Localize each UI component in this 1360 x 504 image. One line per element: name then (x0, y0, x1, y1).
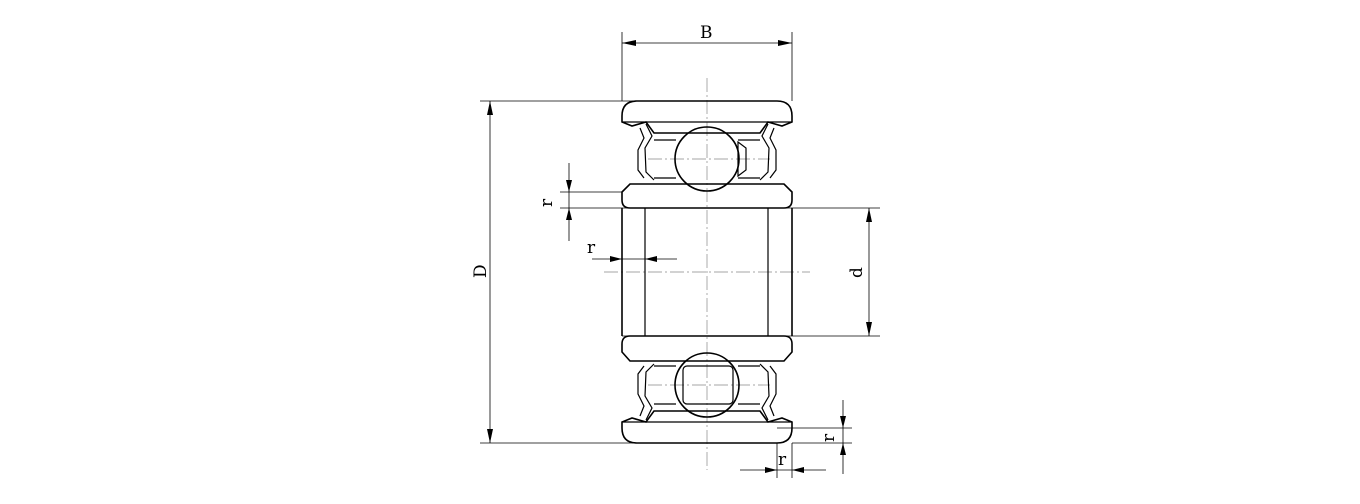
dimension-r-bottom-horizontal (740, 443, 826, 478)
label-r-left-vertical: r (537, 198, 557, 207)
seals (637, 123, 777, 421)
ball-bottom (654, 352, 760, 418)
dimension-d-outer (480, 100, 637, 444)
dimension-r-left-horizontal (592, 256, 677, 262)
label-r-bottom-vertical: r (819, 433, 839, 442)
dimension-r-left-vertical (560, 163, 622, 241)
center-lines (604, 78, 810, 470)
label-r-left-horizontal: r (587, 238, 596, 258)
inner-ring-bottom (621, 335, 793, 362)
label-d-bore: d (847, 267, 867, 278)
dimension-d-bore (792, 207, 880, 337)
dimension-r-bottom-vertical (777, 400, 852, 474)
ball-top (654, 126, 760, 192)
label-b: B (700, 23, 713, 43)
dimension-b (621, 32, 793, 101)
outer-ring-top (621, 100, 793, 134)
label-r-bottom-horizontal: r (778, 450, 787, 470)
outer-ring-bottom (621, 410, 793, 444)
label-d-outer: D (471, 264, 491, 278)
bore-outline (621, 207, 793, 337)
